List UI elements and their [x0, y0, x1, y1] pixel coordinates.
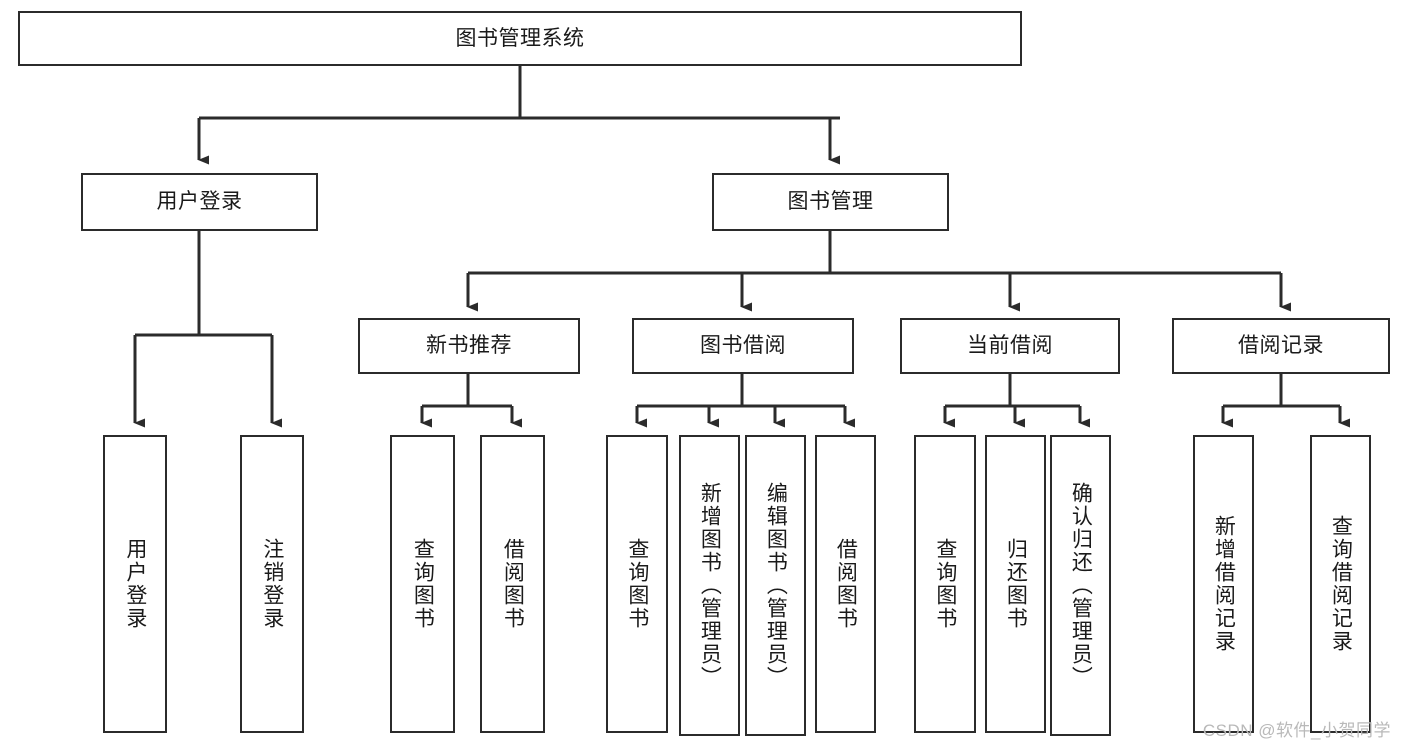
leaf-user-login[interactable]: 用户登录	[103, 435, 167, 733]
node-root[interactable]: 图书管理系统	[18, 11, 1022, 66]
node-book-borrow-label: 图书借阅	[700, 334, 786, 358]
leaf-borrow-book-recommend[interactable]: 借阅图书	[480, 435, 545, 733]
node-root-label: 图书管理系统	[455, 26, 585, 50]
node-user-login-label: 用户登录	[156, 190, 243, 214]
leaf-add-book-admin[interactable]: 新增图书（管理员）	[679, 435, 740, 736]
node-current-borrow[interactable]: 当前借阅	[900, 318, 1120, 374]
node-new-book-recommend-label: 新书推荐	[426, 334, 512, 358]
leaf-query-borrow-record[interactable]: 查询借阅记录	[1310, 435, 1371, 733]
leaf-borrow-book-recommend-label: 借阅图书	[501, 538, 525, 630]
node-borrow-record-label: 借阅记录	[1238, 334, 1324, 358]
leaf-query-book-current-label: 查询图书	[933, 538, 957, 630]
leaf-add-borrow-record[interactable]: 新增借阅记录	[1193, 435, 1254, 733]
node-user-login[interactable]: 用户登录	[81, 173, 318, 231]
leaf-logout[interactable]: 注销登录	[240, 435, 304, 733]
node-current-borrow-label: 当前借阅	[967, 334, 1053, 358]
leaf-confirm-return-admin-label: 确认归还（管理员）	[1069, 482, 1093, 689]
node-book-management[interactable]: 图书管理	[712, 173, 949, 231]
leaf-query-book-recommend[interactable]: 查询图书	[390, 435, 455, 733]
leaf-query-book-borrow-label: 查询图书	[625, 538, 649, 630]
leaf-edit-book-admin-label: 编辑图书（管理员）	[764, 482, 788, 689]
leaf-query-borrow-record-label: 查询借阅记录	[1329, 515, 1353, 653]
leaf-logout-label: 注销登录	[260, 538, 284, 630]
leaf-borrow-book[interactable]: 借阅图书	[815, 435, 876, 733]
leaf-edit-book-admin[interactable]: 编辑图书（管理员）	[745, 435, 806, 736]
leaf-confirm-return-admin[interactable]: 确认归还（管理员）	[1050, 435, 1111, 736]
leaf-query-book-current[interactable]: 查询图书	[914, 435, 976, 733]
leaf-add-borrow-record-label: 新增借阅记录	[1212, 515, 1236, 653]
leaf-return-book-label: 归还图书	[1004, 538, 1028, 630]
node-new-book-recommend[interactable]: 新书推荐	[358, 318, 580, 374]
leaf-query-book-recommend-label: 查询图书	[411, 538, 435, 630]
leaf-add-book-admin-label: 新增图书（管理员）	[698, 482, 722, 689]
node-book-borrow[interactable]: 图书借阅	[632, 318, 854, 374]
leaf-borrow-book-label: 借阅图书	[834, 538, 858, 630]
node-book-management-label: 图书管理	[787, 190, 874, 214]
leaf-query-book-borrow[interactable]: 查询图书	[606, 435, 668, 733]
leaf-return-book[interactable]: 归还图书	[985, 435, 1046, 733]
leaf-user-login-label: 用户登录	[123, 538, 147, 630]
node-borrow-record[interactable]: 借阅记录	[1172, 318, 1390, 374]
csdn-watermark: CSDN @软件_小贺同学	[1202, 721, 1391, 740]
